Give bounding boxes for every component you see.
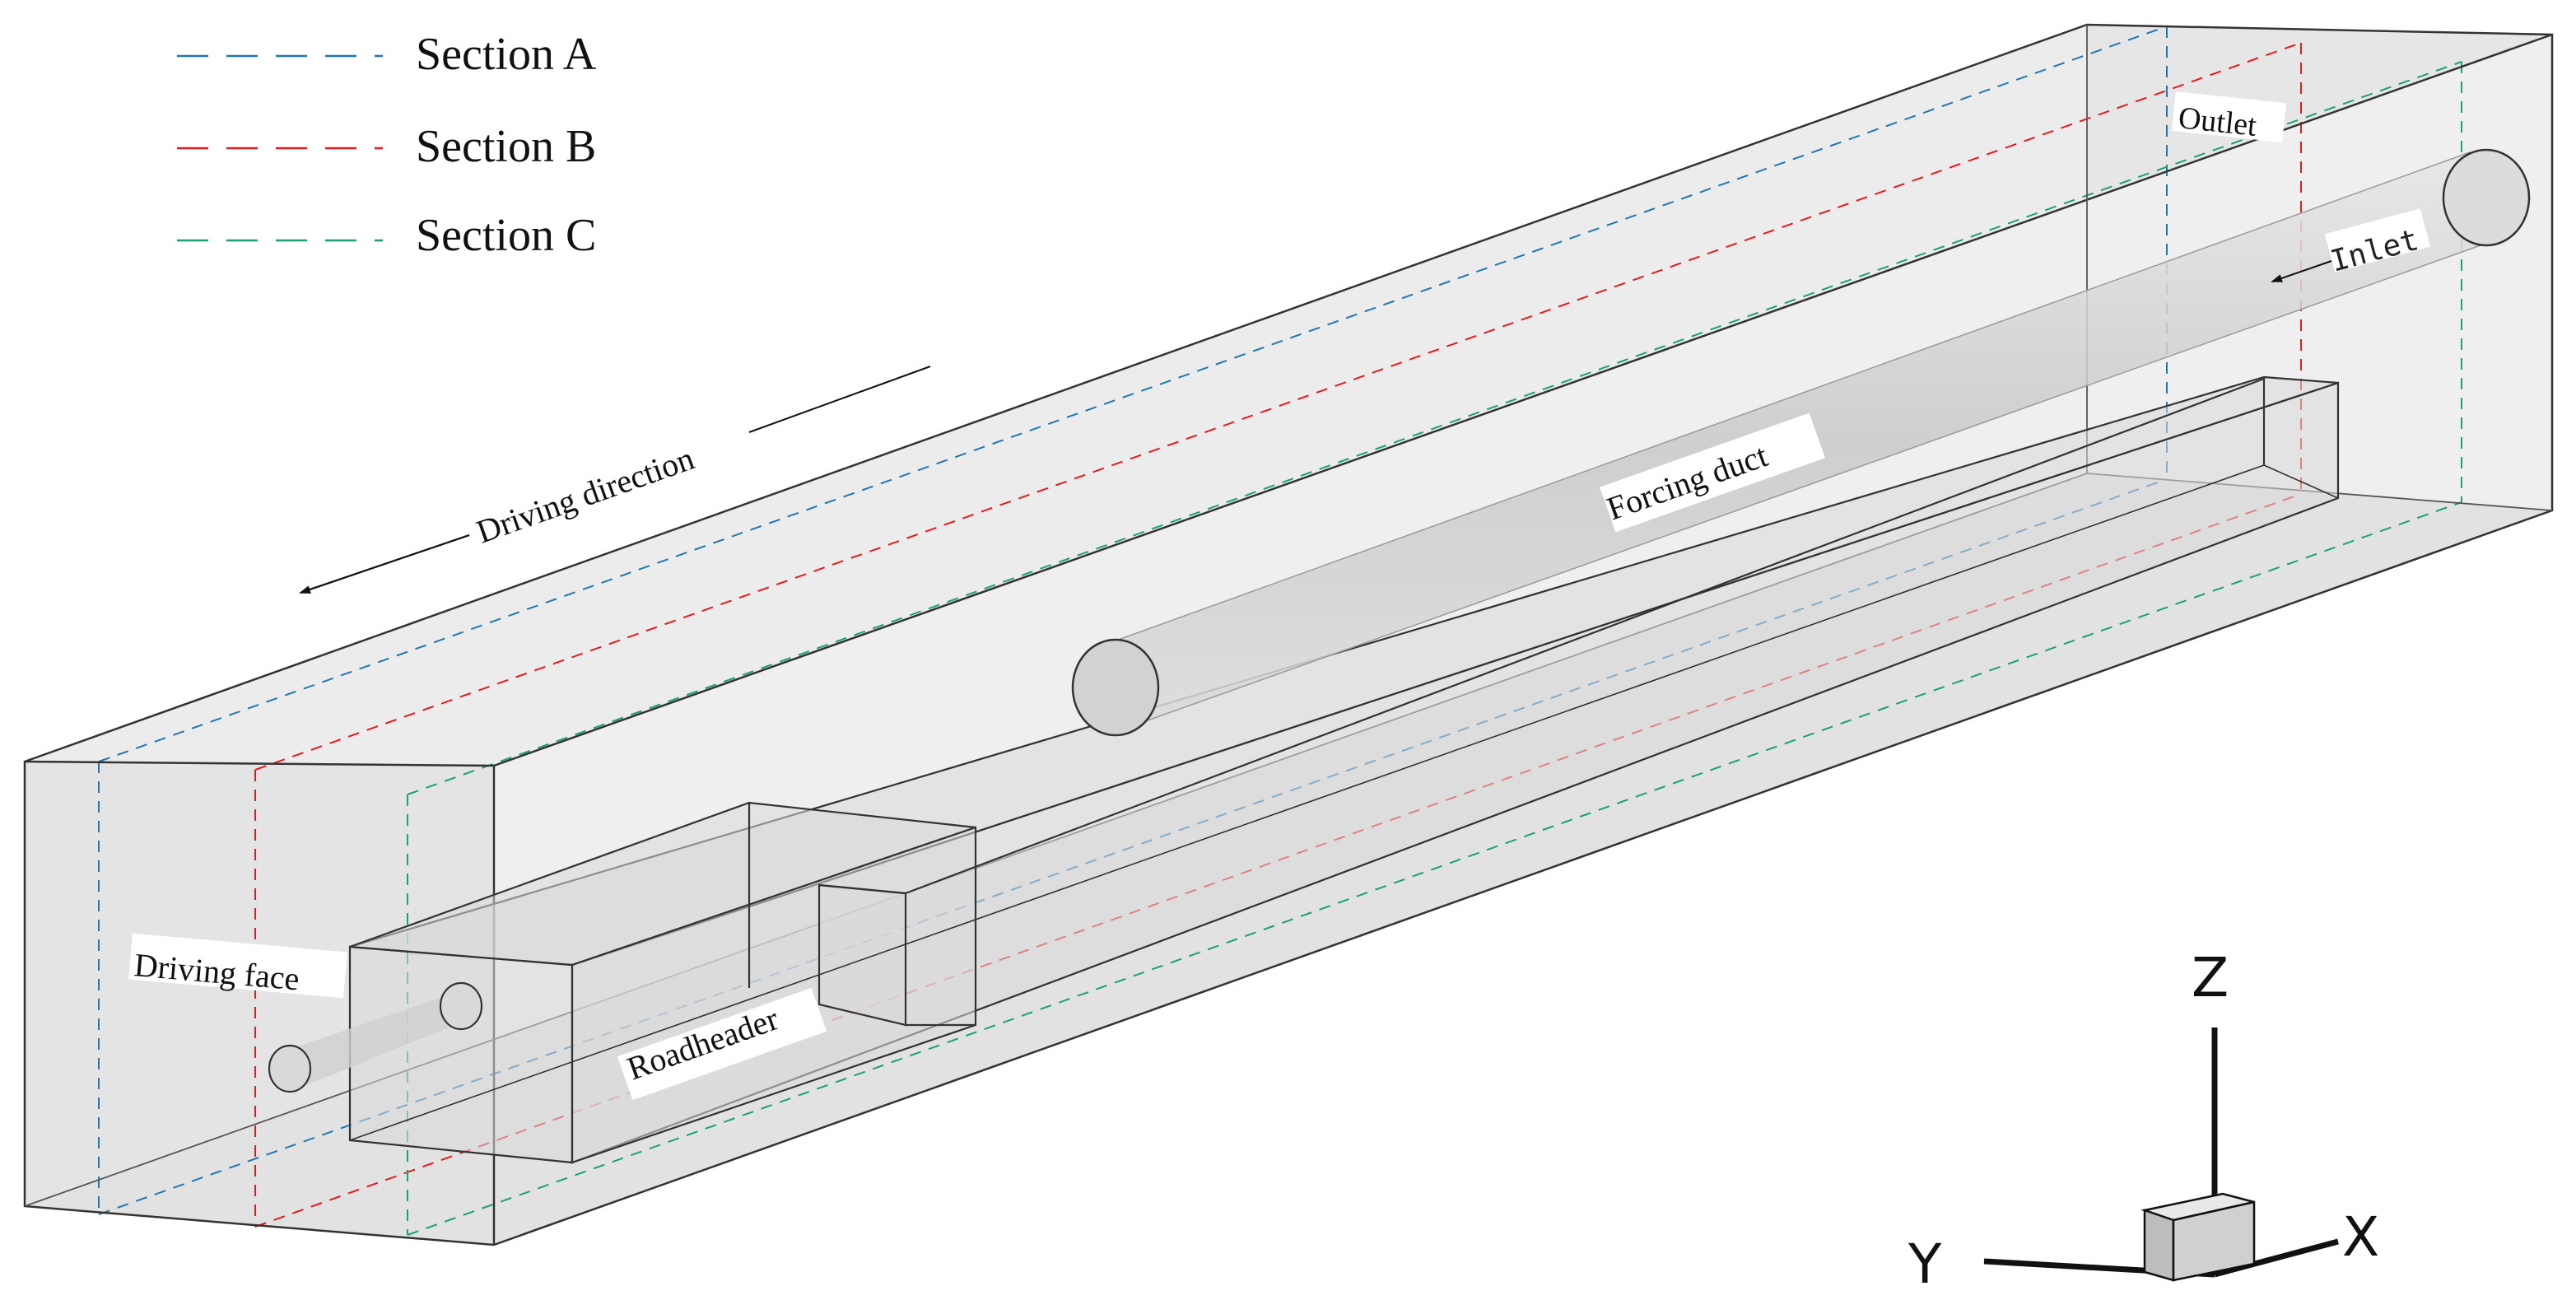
forcing-duct-front-segment bbox=[288, 992, 465, 1091]
forcing-duct-end-near bbox=[1071, 638, 1160, 737]
outlet-label: Outlet bbox=[2177, 100, 2258, 143]
duct-outlet-small bbox=[268, 1044, 312, 1093]
forcing-duct-end-far bbox=[2442, 148, 2531, 247]
axis-cube bbox=[2140, 1192, 2256, 1282]
tunnel-top-face bbox=[25, 25, 2552, 766]
legend: Section A Section B Section C bbox=[177, 29, 597, 261]
tunnel-edges bbox=[23, 23, 2554, 1246]
axis-triad: Z Y X bbox=[1908, 946, 2379, 1296]
section-a-plane bbox=[98, 26, 2168, 1215]
axis-label-x: X bbox=[2342, 1205, 2379, 1269]
legend-item-section-b: Section B bbox=[177, 121, 596, 172]
legend-item-section-a: Section A bbox=[177, 29, 597, 80]
roadheader-step-front bbox=[818, 883, 907, 1027]
outlet-annotation: Outlet bbox=[2171, 91, 2287, 143]
axis-label-y: Y bbox=[1908, 1232, 1942, 1296]
section-b-plane bbox=[254, 42, 2302, 1228]
legend-label-section-c: Section C bbox=[416, 210, 596, 261]
legend-label-section-b: Section B bbox=[416, 121, 596, 172]
axis-label-z: Z bbox=[2192, 946, 2229, 1009]
legend-label-section-a: Section A bbox=[416, 29, 597, 80]
duct-outlet-small-2 bbox=[439, 981, 483, 1031]
roadheader-body-front bbox=[348, 945, 574, 1164]
legend-item-section-c: Section C bbox=[177, 210, 596, 261]
